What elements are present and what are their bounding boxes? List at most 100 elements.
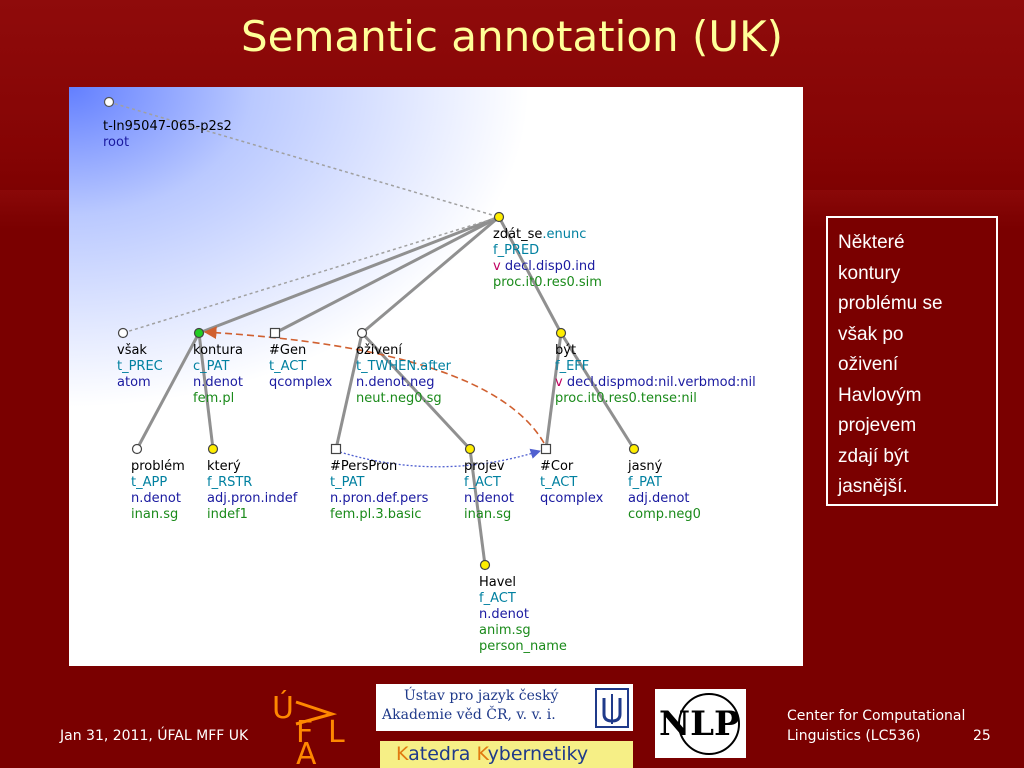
kk-initial-1: K [396,743,409,765]
label-part: decl.disp0.ind [505,259,596,274]
tree-edge [544,332,563,450]
tree-edge [468,448,487,566]
tree-node-label-ozivi: neut.neg0.sg [356,391,442,406]
nlp-circle-icon [678,693,740,755]
tree-node-label-gen: t_ACT [269,359,306,374]
label-part: v [555,375,567,390]
tree-node-label-projev: inan.sg [464,507,511,522]
label-part: v [493,259,505,274]
ufal-letter-u: Ú [272,689,294,726]
tree-node-label-gen: qcomplex [269,375,333,390]
note-line: Havlovým [838,384,922,406]
tree-node-label-vsak: atom [117,375,151,390]
note-line: však po [838,323,904,345]
tree-node-label-ozivi: t_TWHEN.after [356,359,452,374]
tree-node-label-vsak: t_PREC [117,359,163,374]
tree-node-root [103,96,115,108]
note-line: jasnější. [838,476,908,497]
tree-node-label-zdat: v decl.disp0.ind [493,259,595,274]
ufal-letter-a: A [296,737,317,764]
slide-title: Semantic annotation (UK) [240,12,784,61]
nlp-text: NLP [659,704,740,744]
tree-node-label-projev: n.denot [464,491,514,506]
tree-node-label-problem: t_APP [131,475,167,490]
tree-node-label-jasny: f_PAT [628,475,662,490]
note-line: oživení [838,354,899,375]
tree-node-label-byt: f_EFF [555,359,589,374]
tree-node-label-byt: proc.it0.res0.tense:nil [555,391,697,406]
tree-node-label-ozivi: oživení [356,343,402,358]
tree-node-label-zdat: proc.it0.res0.sim [493,275,602,290]
tree-node-label-havel: Havel [479,575,516,590]
tree-node-label-ktery: který [207,459,241,474]
tree-root-label: t-ln95047-065-p2s2 [103,119,232,134]
tree-node-label-perspron: t_PAT [330,475,364,490]
tree-node-label-byt: být [555,343,576,358]
tree-node-jasny [628,443,640,455]
tree-node-cor [540,443,552,455]
tree-edge [198,215,500,335]
tree-node-label-vsak: však [117,343,147,358]
tree-node-label-problem: n.denot [131,491,181,506]
page-number: 25 [973,728,991,744]
tree-edge [361,215,500,335]
ujc-emblem-icon [595,688,629,728]
note-line: problému se [838,293,943,314]
tree-panel-gradient [69,87,803,666]
tree-node-label-kontura: fem.pl [193,391,234,406]
coreference-arrow-textual [203,326,545,444]
footer-center-line-2: Linguistics (LC536) [787,728,921,744]
tree-node-label-ktery: f_RSTR [207,475,252,490]
tectogrammatical-tree: t-ln95047-065-p2s2rootzdát_se.enuncf_PRE… [103,96,756,654]
footer-center-line-1: Center for Computational [787,708,966,724]
tree-node-label-zdat: f_PRED [493,243,539,258]
tree-node-label-kontura: kontura [193,343,243,358]
tree-node-label-perspron: fem.pl.3.basic [330,507,422,522]
ufal-logo: Ú F A L [272,689,345,764]
kk-text-2: ybernetiky [487,743,589,765]
tree-node-label-zdat: zdát_se.enunc [493,227,586,242]
note-line: kontury [838,262,901,284]
tree-node-ktery [207,443,219,455]
tree-node-label-byt: v decl.dispmod:nil.verbmod:nil [555,375,756,390]
footer-date-institution: Jan 31, 2011, ÚFAL MFF UK [60,728,249,744]
tree-edge [135,332,201,450]
tree-node-label-projev: f_ACT [464,475,501,490]
label-part: .enunc [542,227,586,242]
ujc-logo: Ústav pro jazyk český Akademie věd ČR, v… [376,684,633,731]
tree-edge [559,332,636,450]
tree-node-gen [269,327,281,339]
tree-node-label-jasny: comp.neg0 [628,507,701,522]
tree-edge [497,216,563,334]
tree-edge [274,215,500,335]
tree-edge [197,332,215,450]
note-line: projevem [838,415,917,436]
annotation-note-box: Některé kontury problému se však po oživ… [826,216,998,506]
tree-dotted-edge [108,101,500,218]
nlp-logo: NLP [655,689,746,758]
tree-node-label-cor: #Cor [540,459,574,474]
kk-initial-2: K [476,743,488,765]
tree-node-label-cor: t_ACT [540,475,577,490]
tree-node-label-havel: f_ACT [479,591,516,606]
ujc-line-1: Ústav pro jazyk český [404,688,559,704]
kk-text-1: atedra [408,743,477,765]
note-line: zdají být [838,445,909,467]
tree-node-havel [479,559,491,571]
tree-node-byt [555,327,567,339]
tree-node-label-havel: anim.sg [479,623,531,638]
tree-node-label-ktery: adj.pron.indef [207,491,298,506]
tree-node-label-kontura: n.denot [193,375,243,390]
ufal-letter-l: L [328,715,345,750]
tree-node-label-kontura: c_PAT [193,359,230,374]
label-part: decl.dispmod:nil.verbmod:nil [567,375,756,390]
label-part: zdát_se [493,227,542,242]
tree-node-label-projev: projev [464,459,505,474]
tree-node-label-gen: #Gen [269,343,306,358]
tree-node-label-cor: qcomplex [540,491,604,506]
katedra-kybernetiky-logo: Katedra Kybernetiky [380,741,633,768]
tree-node-kontura [193,327,205,339]
footer-center-info: Center for Computational Linguistics (LC… [787,706,1007,746]
tree-node-perspron [330,443,342,455]
